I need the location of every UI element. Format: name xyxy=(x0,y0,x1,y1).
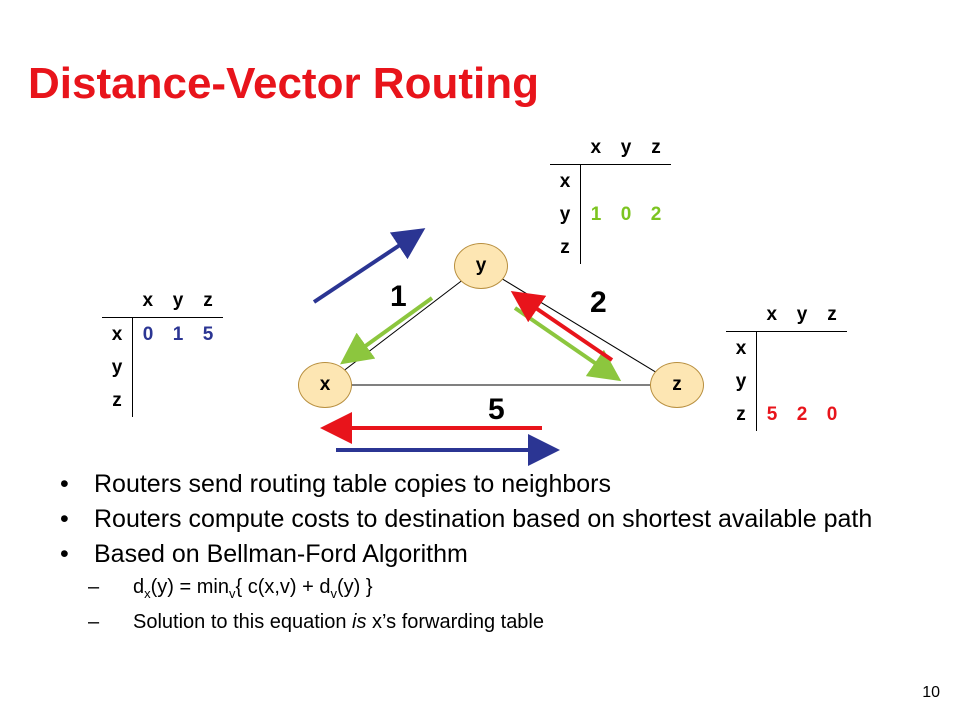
dash-marker: – xyxy=(88,576,100,598)
cost-cell: 5 xyxy=(202,323,214,345)
column-header: z xyxy=(641,131,671,165)
arrow-blue-x-to-y xyxy=(312,228,426,304)
table-corner xyxy=(102,284,133,318)
cost-cell xyxy=(611,165,641,199)
column-header: z xyxy=(193,284,223,318)
row-header: x xyxy=(726,331,757,365)
cost-cell: 1 xyxy=(590,203,602,225)
cost-cell xyxy=(581,165,612,199)
table-row: x xyxy=(550,164,671,199)
arrow-green-y-to-x xyxy=(340,296,434,365)
cost-cell xyxy=(163,351,193,384)
table-row: z xyxy=(550,231,671,264)
row-header: x xyxy=(550,164,581,198)
cost-cell xyxy=(817,365,847,398)
cost-cell xyxy=(193,351,223,384)
formula-line: –dx(y) = minv{ c(x,v) + dv(y) } xyxy=(88,573,916,608)
table-row: y 1 0 2 xyxy=(550,198,671,231)
cost-cell xyxy=(641,165,671,199)
table-corner xyxy=(550,131,581,165)
bullet-item: Routers send routing table copies to nei… xyxy=(56,470,916,499)
table-row: z 5 2 0 xyxy=(726,398,847,431)
page-number: 10 xyxy=(922,684,940,701)
distance-table-y: x y z x y 1 0 2 z xyxy=(550,131,671,264)
table-row: z xyxy=(102,384,223,417)
cost-cell xyxy=(757,332,788,366)
table-row: x xyxy=(726,331,847,366)
table-row: y xyxy=(102,351,223,384)
row-header: y xyxy=(102,351,133,384)
column-header: y xyxy=(611,131,641,165)
column-header: y xyxy=(787,298,817,332)
cost-cell: 0 xyxy=(826,403,838,425)
column-header: z xyxy=(817,298,847,332)
link-cost-y-z: 2 xyxy=(590,286,607,319)
cost-cell xyxy=(787,365,817,398)
row-header: z xyxy=(102,384,133,417)
cost-cell xyxy=(133,351,164,384)
sub-bullet-list: –dx(y) = minv{ c(x,v) + dv(y) } –Solutio… xyxy=(88,573,916,636)
cost-cell: 0 xyxy=(142,323,154,345)
table-row: x 0 1 5 xyxy=(102,317,223,351)
cost-cell: 1 xyxy=(172,323,184,345)
cost-cell: 2 xyxy=(650,203,662,225)
cost-cell: 0 xyxy=(620,203,632,225)
cost-cell xyxy=(133,384,164,417)
cost-cell xyxy=(611,231,641,264)
arrow-red-z-to-y xyxy=(510,290,614,362)
dash-marker: – xyxy=(88,611,100,633)
bullet-item: Routers compute costs to destination bas… xyxy=(56,505,916,534)
cost-cell: 2 xyxy=(796,403,808,425)
bullet-list: Routers send routing table copies to nei… xyxy=(56,470,916,642)
solution-line: –Solution to this equation is x’s forwar… xyxy=(88,608,916,636)
bullet-item: Based on Bellman-Ford Algorithm –dx(y) =… xyxy=(56,540,916,636)
cost-cell: 5 xyxy=(766,403,778,425)
link-y-z xyxy=(480,265,678,386)
cost-cell xyxy=(163,384,193,417)
bullet-text: Based on Bellman-Ford Algorithm xyxy=(94,540,468,568)
row-header: z xyxy=(726,398,757,431)
router-node-z: z xyxy=(650,362,704,408)
link-cost-x-z: 5 xyxy=(488,393,505,426)
cost-cell xyxy=(581,231,612,264)
column-header: x xyxy=(580,131,611,165)
router-node-x: x xyxy=(298,362,352,408)
cost-cell xyxy=(817,332,847,366)
router-node-y: y xyxy=(454,243,508,289)
column-header: x xyxy=(132,284,163,318)
cost-cell xyxy=(757,365,788,398)
cost-cell xyxy=(641,231,671,264)
link-x-y xyxy=(324,265,482,386)
table-corner xyxy=(726,298,757,332)
distance-table-z: x y z x y z 5 2 0 xyxy=(726,298,847,431)
row-header: z xyxy=(550,231,581,264)
table-row: y xyxy=(726,365,847,398)
row-header: x xyxy=(102,317,133,351)
link-cost-x-y: 1 xyxy=(390,280,407,313)
distance-table-x: x y z x 0 1 5 y z xyxy=(102,284,223,417)
slide-title: Distance-Vector Routing xyxy=(28,59,539,108)
row-header: y xyxy=(726,365,757,398)
cost-cell xyxy=(787,332,817,366)
column-header: y xyxy=(163,284,193,318)
column-header: x xyxy=(756,298,787,332)
cost-cell xyxy=(193,384,223,417)
row-header: y xyxy=(550,198,581,231)
